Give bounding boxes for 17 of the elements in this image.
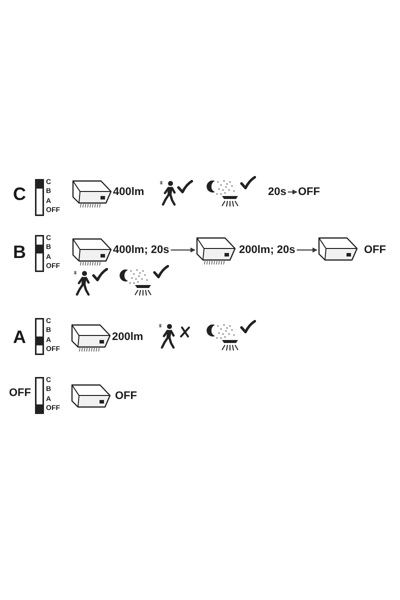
output-text: 400lm; 20s [113, 244, 170, 256]
output-text: 200lm [112, 330, 144, 344]
output-text: 400lm [113, 186, 144, 198]
wall-lamp-icon [196, 237, 236, 265]
state-text: OFF [115, 390, 137, 402]
arrow [296, 248, 318, 252]
mode-label: B [13, 242, 26, 262]
output-text: 200lm; 20s [239, 244, 296, 256]
arrow [170, 248, 196, 252]
timer-text: 20s [268, 186, 286, 198]
state-text: OFF [364, 244, 386, 256]
mode-label: A [13, 327, 26, 347]
wall-lamp-icon [318, 237, 358, 261]
arrow [287, 190, 298, 194]
state-text: OFF [298, 186, 320, 198]
mode-label: C [13, 184, 26, 204]
mode-label: OFF [9, 386, 31, 400]
